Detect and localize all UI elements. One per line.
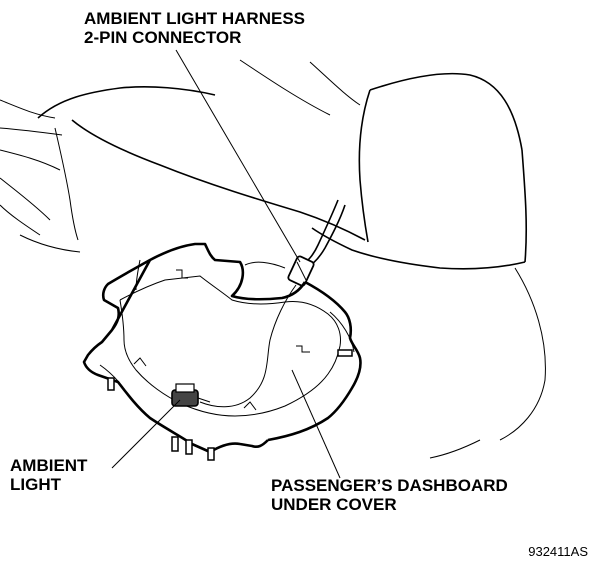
ambient-light-label: AMBIENT LIGHT (10, 456, 87, 494)
connector-label-line-2: 2-PIN CONNECTOR (84, 28, 242, 47)
dashboard-outline (0, 59, 366, 253)
connector-label: AMBIENT LIGHT HARNESS 2-PIN CONNECTOR (84, 9, 305, 47)
glove-panel (311, 72, 546, 459)
two-pin-connector (287, 255, 315, 287)
ambient-light-label-line-2: LIGHT (10, 475, 61, 494)
under-cover-label-line-1: PASSENGER’S DASHBOARD (271, 476, 508, 495)
figure-code: 932411AS (528, 544, 588, 559)
under-cover-label: PASSENGER’S DASHBOARD UNDER COVER (271, 476, 508, 514)
under-cover-label-line-2: UNDER COVER (271, 495, 397, 514)
ambient-light-label-line-1: AMBIENT (10, 456, 88, 475)
leader-lines (111, 49, 341, 479)
connector-label-line-1: AMBIENT LIGHT HARNESS (84, 9, 305, 28)
retaining-clips (107, 269, 353, 461)
under-cover-outline (82, 242, 362, 454)
